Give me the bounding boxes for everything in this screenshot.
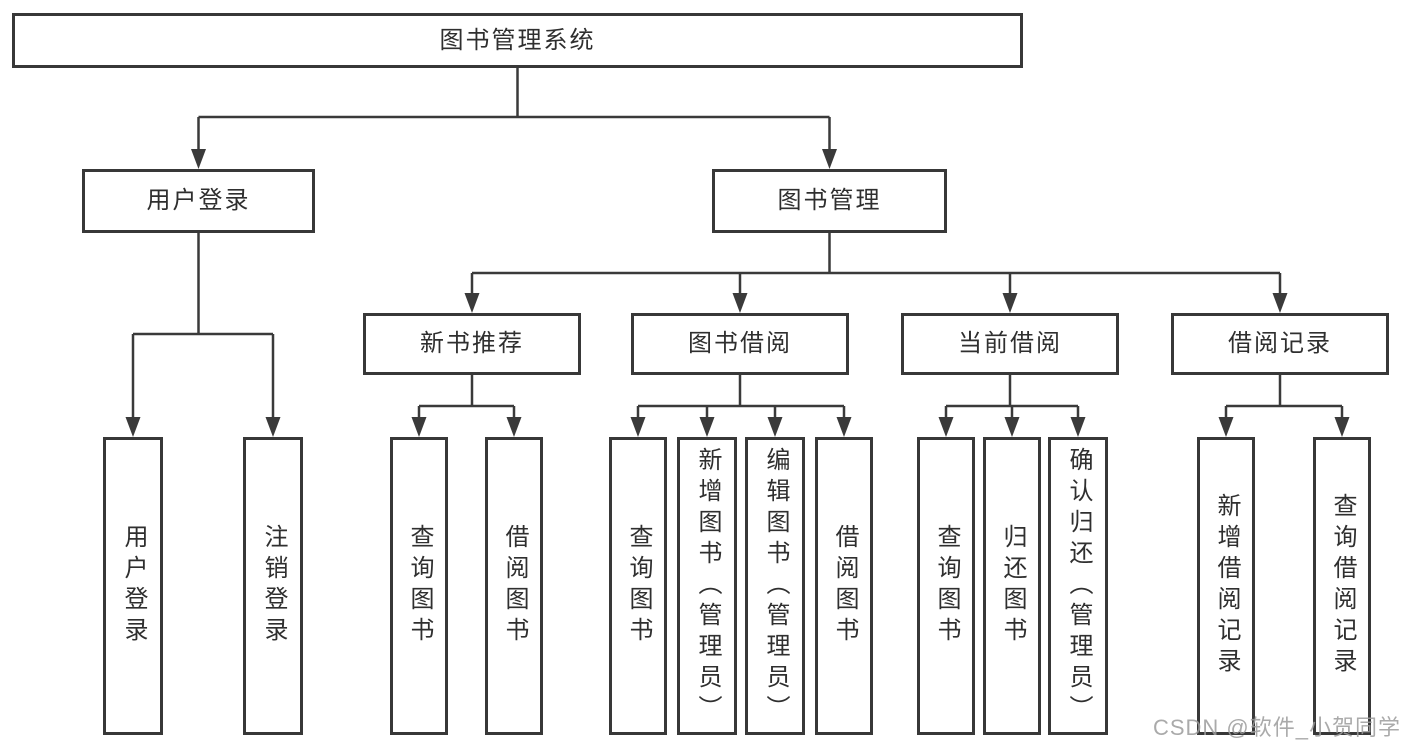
- connector-edge: [197, 68, 831, 152]
- node-leaf-query-book-a: 查询图书: [390, 437, 448, 735]
- node-label: 新增借阅记录: [1213, 493, 1240, 679]
- node-label: 图书管理: [777, 187, 882, 214]
- arrowhead-icon: [1218, 417, 1234, 437]
- connector-edge: [636, 375, 846, 420]
- arrowhead-icon: [1002, 293, 1018, 313]
- arrowhead-icon: [464, 293, 480, 313]
- arrowhead-icon: [1334, 417, 1350, 437]
- arrowhead-icon: [699, 417, 715, 437]
- node-book-mgmt: 图书管理: [712, 169, 947, 233]
- arrowhead-icon: [265, 417, 281, 437]
- node-leaf-confirm-return: 确认归还（管理员）: [1048, 437, 1108, 735]
- node-label: 编辑图书（管理员）: [762, 446, 789, 726]
- arrowhead-icon: [822, 149, 837, 169]
- node-label: 图书管理系统: [439, 26, 596, 54]
- node-borrow-record: 借阅记录: [1171, 313, 1389, 375]
- arrowhead-icon: [1272, 293, 1288, 313]
- node-label: 查询图书: [933, 524, 960, 648]
- arrowhead-icon: [836, 417, 852, 437]
- connector-edge: [1224, 375, 1344, 420]
- node-label: 用户登录: [146, 187, 251, 214]
- node-current-borrow: 当前借阅: [901, 313, 1119, 375]
- arrowhead-icon: [411, 417, 427, 437]
- node-leaf-query-record: 查询借阅记录: [1313, 437, 1371, 735]
- node-label: 新增图书（管理员）: [694, 446, 721, 726]
- node-label: 归还图书: [999, 524, 1026, 648]
- node-label: 图书借阅: [688, 330, 792, 357]
- node-leaf-add-book: 新增图书（管理员）: [677, 437, 737, 735]
- arrowhead-icon: [732, 293, 748, 313]
- node-leaf-add-record: 新增借阅记录: [1197, 437, 1255, 735]
- arrowhead-icon: [125, 417, 141, 437]
- node-book-borrow: 图书借阅: [631, 313, 849, 375]
- node-label: 查询图书: [406, 524, 433, 648]
- node-leaf-borrow-book-a: 借阅图书: [485, 437, 543, 735]
- watermark: CSDN @软件_小贺同学: [1152, 715, 1401, 740]
- node-label: 用户登录: [120, 524, 147, 648]
- connector-edge: [417, 375, 516, 420]
- node-leaf-borrow-book-b: 借阅图书: [815, 437, 873, 735]
- node-leaf-logout: 注销登录: [243, 437, 303, 735]
- arrowhead-icon: [191, 149, 206, 169]
- node-label: 查询借阅记录: [1329, 493, 1356, 679]
- node-leaf-query-book-b: 查询图书: [609, 437, 667, 735]
- connector-edge: [944, 375, 1080, 420]
- node-label: 确认归还（管理员）: [1065, 446, 1092, 726]
- node-user-login: 用户登录: [82, 169, 315, 233]
- node-leaf-user-login: 用户登录: [103, 437, 163, 735]
- connector-edge: [131, 233, 275, 420]
- node-label: 当前借阅: [958, 330, 1062, 357]
- node-label: 借阅图书: [501, 524, 528, 648]
- arrowhead-icon: [1004, 417, 1020, 437]
- arrowhead-icon: [938, 417, 954, 437]
- connector-edge: [470, 233, 1282, 296]
- node-label: 查询图书: [625, 524, 652, 648]
- node-new-book-rec: 新书推荐: [363, 313, 581, 375]
- arrowhead-icon: [1070, 417, 1086, 437]
- node-label: 借阅图书: [831, 524, 858, 648]
- node-leaf-return-book: 归还图书: [983, 437, 1041, 735]
- node-root: 图书管理系统: [12, 13, 1023, 68]
- node-leaf-query-book-c: 查询图书: [917, 437, 975, 735]
- node-label: 新书推荐: [420, 330, 524, 357]
- arrowhead-icon: [506, 417, 522, 437]
- arrowhead-icon: [630, 417, 646, 437]
- node-label: 注销登录: [260, 524, 287, 648]
- node-label: 借阅记录: [1228, 330, 1332, 357]
- arrowhead-icon: [767, 417, 783, 437]
- node-leaf-edit-book: 编辑图书（管理员）: [745, 437, 805, 735]
